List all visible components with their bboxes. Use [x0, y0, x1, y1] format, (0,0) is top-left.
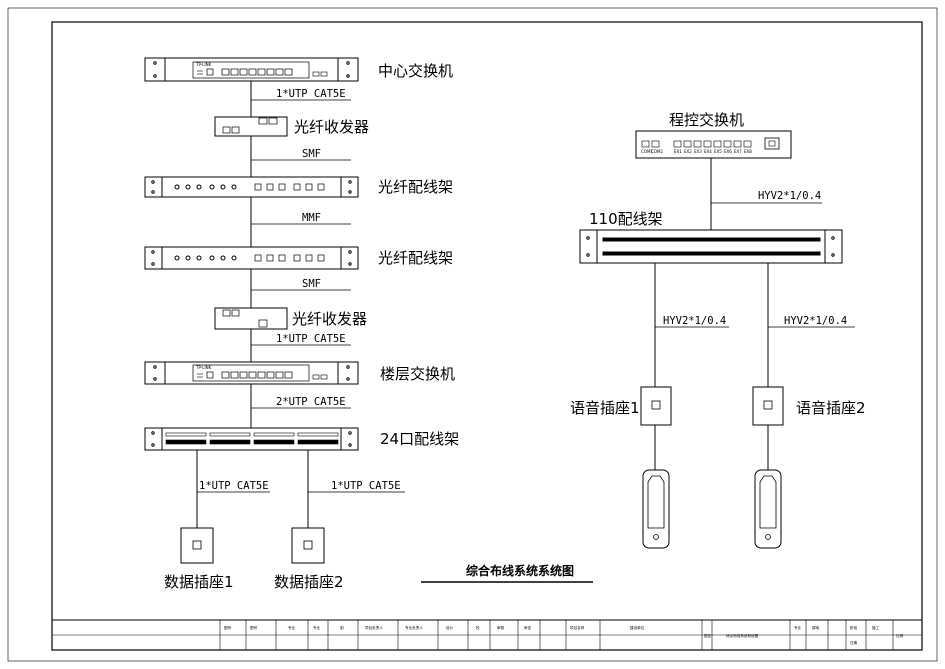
cable-label-8: 1*UTP CAT5E	[331, 480, 401, 492]
tb-cell: 设计	[446, 625, 454, 630]
cable-label-5: 1*UTP CAT5E	[276, 333, 346, 345]
pbx-port-labels: COM1 COM2 EX1 EX2 EX3 EX4 EX5 EX6 EX7 EX…	[641, 149, 752, 154]
pbx-port-label: EX3	[694, 149, 702, 154]
cable-label-2: SMF	[302, 148, 321, 160]
cable-label-7: 1*UTP CAT5E	[199, 480, 269, 492]
tb-cell: 审定	[524, 625, 532, 630]
pbx-label: 程控交换机	[669, 111, 744, 129]
data-socket-1	[180, 527, 214, 564]
pbx-port-label: COM1	[641, 149, 653, 154]
tb-cell: 图号	[224, 625, 232, 630]
frame-110	[579, 229, 843, 264]
tb-cell: 专业	[288, 625, 296, 630]
patch-panel-label: 24口配线架	[380, 430, 459, 448]
cable-label-4: SMF	[302, 278, 321, 290]
central-switch-label: 中心交换机	[378, 62, 453, 80]
telephone-1	[642, 469, 670, 549]
tb-cell: 图名	[704, 633, 712, 638]
tb-cell: 项目负责人	[365, 625, 383, 630]
fiber-transceiver-1	[214, 116, 288, 137]
tb-cell: 图号	[250, 625, 258, 630]
tb-cell: 比例	[896, 633, 904, 638]
data-socket-2	[291, 527, 325, 564]
brand-label-floor: TP-LINK	[195, 365, 212, 370]
pbx-port-label: EX7	[734, 149, 742, 154]
cable-label-3: MMF	[302, 212, 321, 224]
data-socket-1-label: 数据插座1	[164, 573, 234, 591]
pbx-port-label: EX4	[704, 149, 712, 154]
tb-cell: 日期	[850, 640, 858, 645]
voice-socket-2-label: 语音插座2	[796, 399, 866, 417]
pbx-port-label: EX6	[724, 149, 732, 154]
cable-label-right: HYV2*1/0.4	[784, 315, 847, 327]
data-socket-2-label: 数据插座2	[274, 573, 344, 591]
tb-cell: 校	[476, 625, 480, 630]
odf-2-label: 光纤配线架	[378, 249, 453, 267]
tb-cell: 专业	[794, 625, 802, 630]
outer-frame	[7, 7, 938, 662]
floor-switch	[144, 361, 359, 385]
tb-cell: 阶段	[850, 625, 858, 630]
pbx-port-label: COM2	[651, 149, 663, 154]
cable-label-1: 1*UTP CAT5E	[276, 88, 346, 100]
voice-socket-1-label: 语音插座1	[570, 399, 640, 417]
pbx-port-label: EX1	[674, 149, 682, 154]
title-block-text: 图号 图号 专业 专业 制 设计 项目负责人 专业负责人 校 审核 审定 项目名…	[224, 625, 904, 645]
fiber-patch-panel-2	[144, 246, 359, 270]
tb-cell: 弱电	[812, 625, 820, 630]
patch-panel-24	[144, 427, 359, 451]
voice-socket-1	[640, 386, 672, 426]
right-cables	[654, 158, 855, 470]
voice-socket-2	[752, 386, 784, 426]
telephone-2	[754, 469, 782, 549]
brand-label-top: TP-LINK	[195, 62, 212, 67]
cable-label-main: HYV2*1/0.4	[758, 190, 821, 202]
cable-label-6: 2*UTP CAT5E	[276, 396, 346, 408]
cable-label-left: HYV2*1/0.4	[663, 315, 726, 327]
frame-110-label: 110配线架	[589, 210, 663, 228]
tb-cell: 审核	[497, 625, 505, 630]
floor-switch-label: 楼层交换机	[380, 365, 455, 383]
title-block	[51, 619, 923, 651]
tb-cell: 综合布线系统系统图	[726, 633, 759, 638]
fiber-transceiver-2	[214, 307, 288, 330]
tb-cell: 专业	[313, 625, 321, 630]
fiber-patch-panel-1	[144, 176, 359, 198]
pbx-port-label: EX2	[684, 149, 692, 154]
pbx-port-label: EX8	[744, 149, 752, 154]
central-switch	[144, 57, 359, 82]
transceiver-2-label: 光纤收发器	[292, 310, 367, 328]
tb-cell: 专业负责人	[405, 625, 423, 630]
pbx-port-label: EX5	[714, 149, 722, 154]
left-backbone	[196, 81, 405, 528]
tb-cell: 制	[340, 625, 344, 630]
tb-cell: 建设单位	[630, 625, 645, 630]
tb-cell: 项目名称	[570, 625, 585, 630]
diagram-title: 综合布线系统系统图	[466, 563, 574, 578]
transceiver-1-label: 光纤收发器	[294, 118, 369, 136]
odf-1-label: 光纤配线架	[378, 178, 453, 196]
tb-cell: 施工	[872, 625, 880, 630]
pbx-unit	[635, 130, 792, 159]
